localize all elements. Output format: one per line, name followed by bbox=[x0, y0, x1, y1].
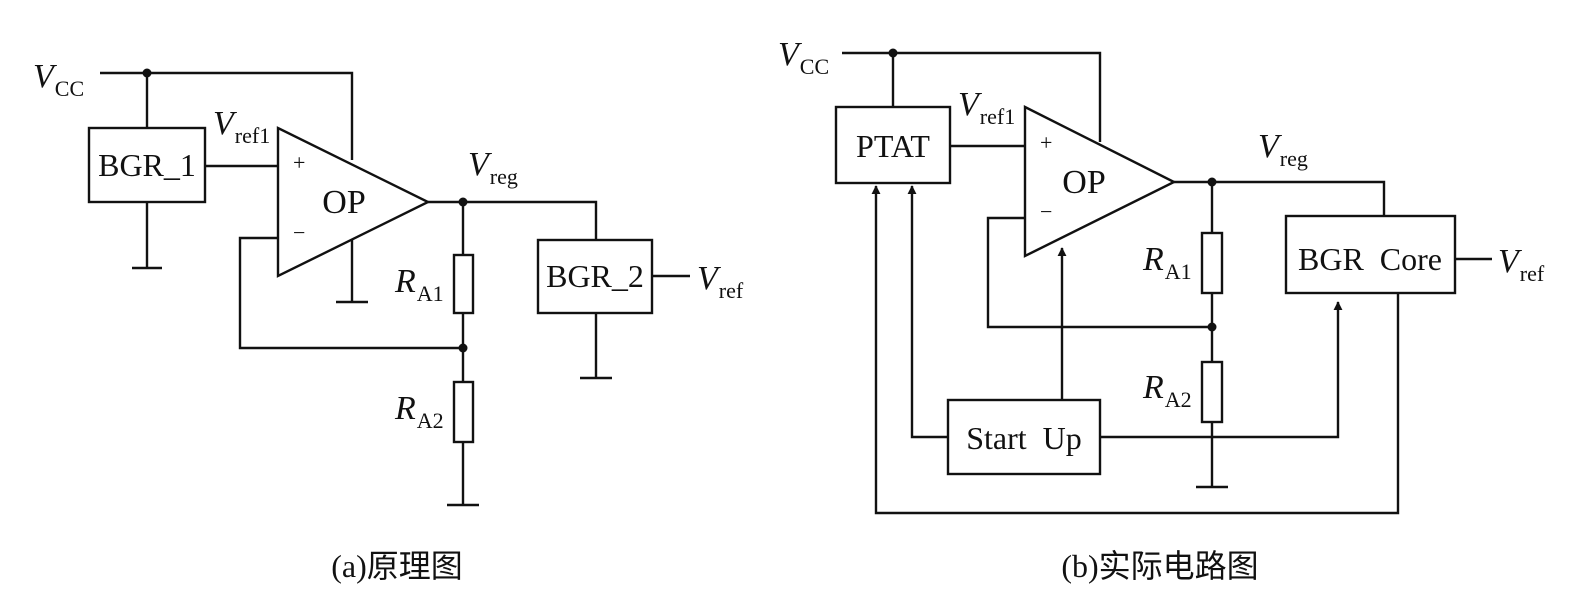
plus-sign-b: + bbox=[1040, 130, 1052, 155]
bgr1-label: BGR_1 bbox=[98, 147, 196, 183]
ra1-label-b: RA1 bbox=[1142, 241, 1192, 284]
opamp-b bbox=[1023, 105, 1177, 258]
ptat-label: PTAT bbox=[856, 128, 930, 164]
bgr2-label: BGR_2 bbox=[546, 258, 644, 294]
bgr-core-block bbox=[1284, 214, 1457, 295]
caption-a: (a)原理图 bbox=[331, 548, 463, 584]
vref1-label-b: Vref1 bbox=[958, 86, 1015, 129]
start-up-label: Start Up bbox=[966, 420, 1082, 456]
opamp-a bbox=[276, 126, 431, 278]
ra1-label-a: RA1 bbox=[394, 263, 444, 306]
resistor-ra2-b bbox=[1200, 360, 1224, 424]
resistor-ra2-a bbox=[452, 380, 475, 444]
resistor-ra1-b bbox=[1200, 231, 1224, 295]
ptat-block bbox=[834, 105, 952, 185]
vreg-label-a: Vreg bbox=[468, 146, 518, 189]
bgr2-block bbox=[536, 238, 654, 315]
vreg-label-b: Vreg bbox=[1258, 128, 1308, 171]
ra2-label-a: RA2 bbox=[394, 390, 444, 433]
panel-b: VCC PTAT Vref1 + − OP Vreg RA1 RA2 BGR C… bbox=[778, 36, 1545, 584]
op-label-a: OP bbox=[322, 184, 365, 221]
caption-b: (b)实际电路图 bbox=[1061, 548, 1258, 584]
plus-sign-a: + bbox=[293, 150, 305, 175]
vcc-label-a: VCC bbox=[33, 58, 84, 101]
ra2-label-b: RA2 bbox=[1142, 369, 1192, 412]
start-up-block bbox=[946, 398, 1102, 476]
bgr1-block bbox=[87, 126, 207, 204]
minus-sign-b: − bbox=[1040, 199, 1052, 224]
resistor-ra1-a bbox=[452, 253, 475, 315]
op-label-b: OP bbox=[1062, 164, 1105, 201]
bgr-core-label: BGR Core bbox=[1298, 241, 1442, 277]
vref-label-a: Vref bbox=[697, 260, 744, 303]
vref-label-b: Vref bbox=[1498, 243, 1545, 286]
vref1-label-a: Vref1 bbox=[213, 105, 270, 148]
vcc-label-b: VCC bbox=[778, 36, 829, 79]
minus-sign-a: − bbox=[293, 220, 305, 245]
panel-a: VCC BGR_1 Vref1 + − OP Vreg RA1 RA2 BGR_… bbox=[33, 58, 744, 584]
